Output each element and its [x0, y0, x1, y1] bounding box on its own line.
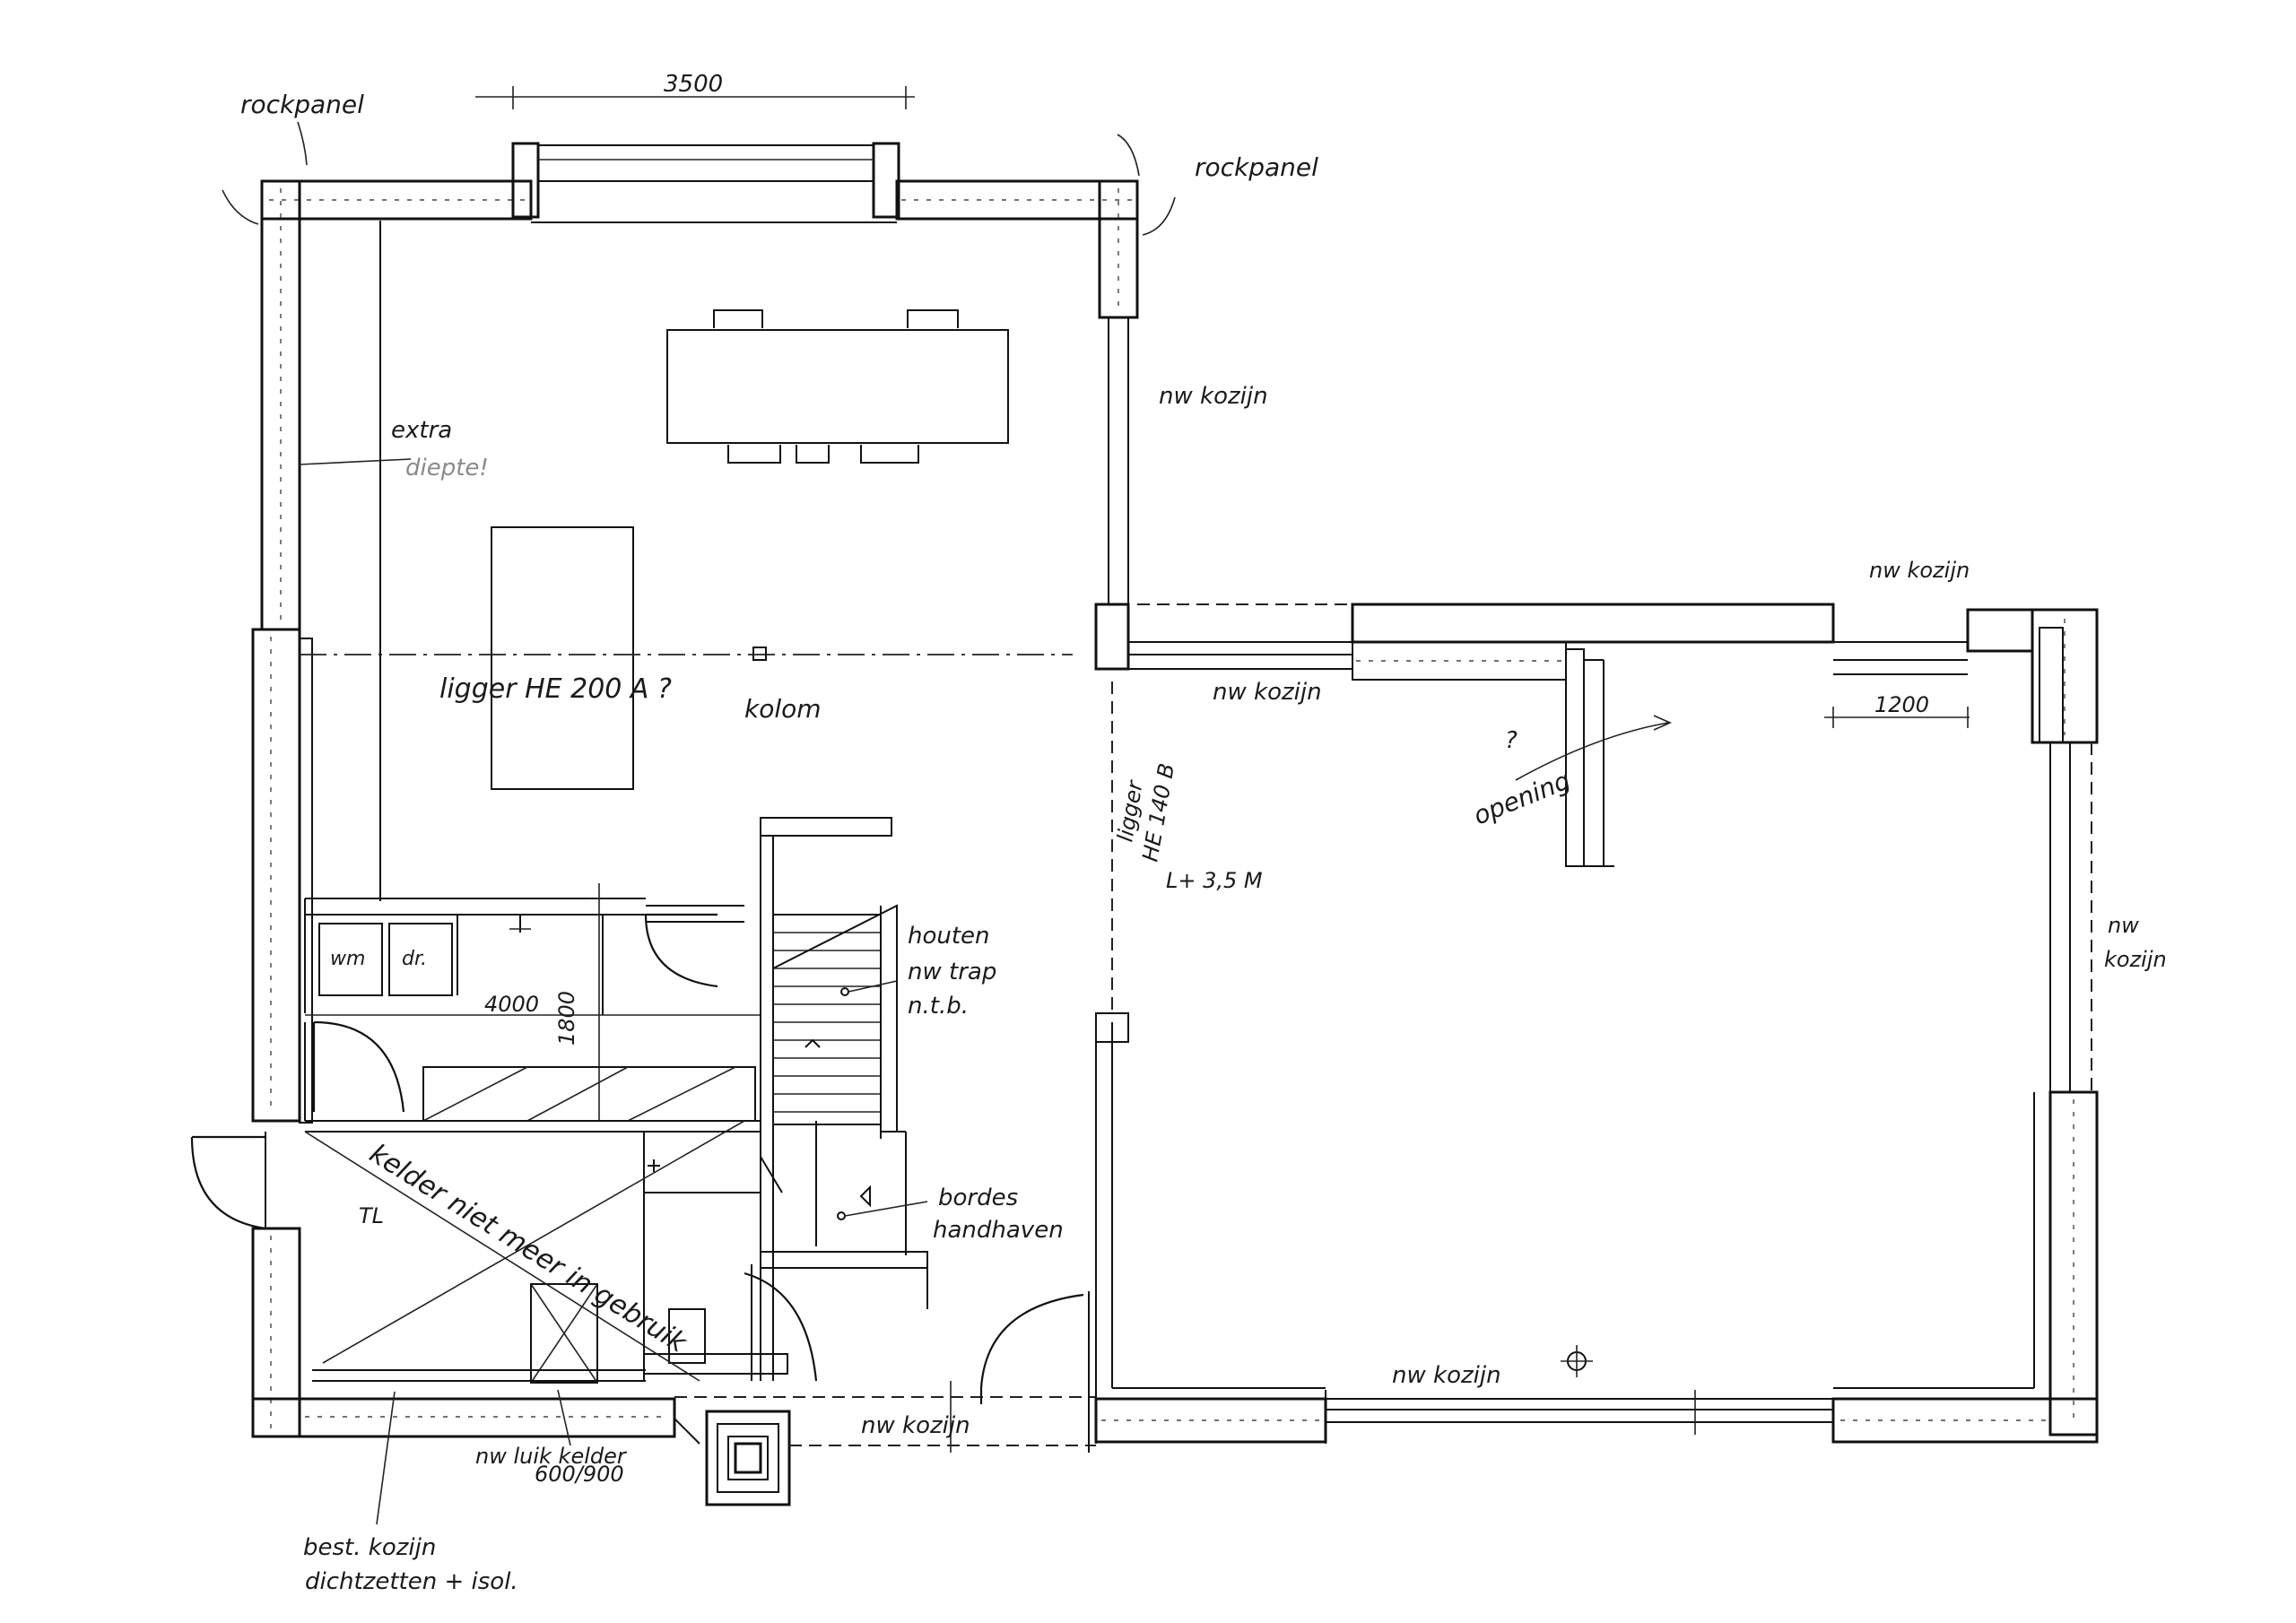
bordes-label-1: bordes [938, 1185, 1018, 1211]
trap-label-3: n.t.b. [908, 993, 969, 1020]
door-cellar-swing [744, 1271, 818, 1382]
nw-luik-label-2: 600/900 [535, 1462, 624, 1487]
dim-1200-label: 1200 [1874, 692, 1929, 717]
nw-kozijn-right-wall-label-2: kozijn [2104, 947, 2167, 972]
kolom-label: kolom [744, 694, 822, 724]
right-wing-walls [1094, 603, 2099, 1444]
left-wall-lower [251, 1227, 301, 1438]
nw-luik-label-1: nw luik kelder [475, 1444, 628, 1469]
trap-label-2: nw trap [908, 959, 996, 985]
trap-label-1: houten [908, 923, 990, 950]
toilet-room [643, 1131, 761, 1193]
nw-kozijn-right-wall-label-1: nw [2108, 913, 2139, 938]
rockpanel-left-arrow [297, 121, 308, 166]
dim-1800-label: 1800 [554, 991, 579, 1046]
chimney [705, 1410, 791, 1506]
opening-question-label: ? [1505, 727, 1518, 754]
dichtzetten-label: dichtzetten + isol. [305, 1568, 518, 1595]
best-kozijn-label: best. kozijn [303, 1534, 436, 1561]
nw-kozijn-right-wall-frame [2049, 742, 2071, 1093]
cellar-hatch [530, 1283, 598, 1384]
utility-zone: wm dr. 4000 1800 [304, 883, 761, 1133]
ligger-vertical-beam: ligger HE 140 B L+ 3,5 M [1111, 681, 1263, 1013]
dryer [388, 923, 453, 996]
dimension-1200: 1200 [1824, 692, 1970, 728]
opening-label: opening [1469, 765, 1574, 830]
nw-kozijn-bottom-right-label: nw kozijn [1392, 1362, 1501, 1389]
bordes-label-2: handhaven [933, 1217, 1064, 1244]
dr-label: dr. [402, 948, 427, 970]
dining-table [666, 309, 1009, 464]
ligger-vert-label-2: HE 140 B [1137, 761, 1179, 864]
bay-pier-right [872, 142, 900, 219]
extra-depth-note: extra diepte! [299, 417, 489, 482]
wm-label: wm [330, 948, 365, 970]
dim-3500-label: 3500 [664, 71, 723, 98]
left-wall-mid [251, 628, 301, 1123]
nw-kozijn-far-right-label: nw kozijn [1869, 558, 1970, 583]
stair-up-arrow [804, 1038, 821, 1048]
left-wing-walls [251, 142, 1139, 1445]
door-hall-swing [313, 1020, 405, 1113]
front-door-swing [190, 1136, 266, 1230]
bottom-wall-left [251, 1397, 676, 1438]
bottom-wall-right-b [1831, 1397, 2099, 1444]
nw-kozijn-bottom-mid-label: nw kozijn [861, 1412, 970, 1439]
bottom-front-centre [674, 1291, 1096, 1453]
ligger-vert-label-3: L+ 3,5 M [1166, 868, 1263, 893]
dim-4000-label: 4000 [484, 992, 539, 1017]
rockpanel-left-label: rockpanel [240, 90, 364, 119]
right-wall-pier [1094, 603, 1130, 671]
door-living-swing [979, 1293, 1084, 1389]
nw-kozijn-mid-label: nw kozijn [1213, 679, 1322, 706]
stair-treads [772, 914, 882, 1125]
extra-label: extra [391, 417, 452, 444]
rockpanel-right-label: rockpanel [1195, 152, 1318, 182]
nw-kozijn-right-upper-frame [1108, 317, 1129, 605]
extra-diepte-label: diepte! [405, 455, 489, 482]
right-wall-lower [2048, 1090, 2099, 1436]
right-top-corner-pier [1966, 608, 2034, 653]
washing-machine [318, 923, 383, 996]
ligger-main-beam: ligger HE 200 A ? kolom [300, 647, 1073, 724]
top-window-bay [537, 144, 874, 182]
stair [760, 817, 928, 1381]
right-top-wall [1351, 603, 1835, 644]
light-point-icon [1561, 1345, 1593, 1377]
ligger-main-label: ligger HE 200 A ? [439, 673, 672, 705]
tl-label: TL [359, 1203, 384, 1228]
opening-arrow [1515, 715, 1672, 781]
kitchen-island [491, 526, 634, 790]
nw-kozijn-right-upper-label: nw kozijn [1159, 383, 1268, 410]
cabinet-row [422, 1066, 756, 1122]
door-utility-swing [644, 914, 718, 988]
entrance-zone [190, 1120, 818, 1384]
dimension-3500: 3500 [475, 71, 915, 109]
